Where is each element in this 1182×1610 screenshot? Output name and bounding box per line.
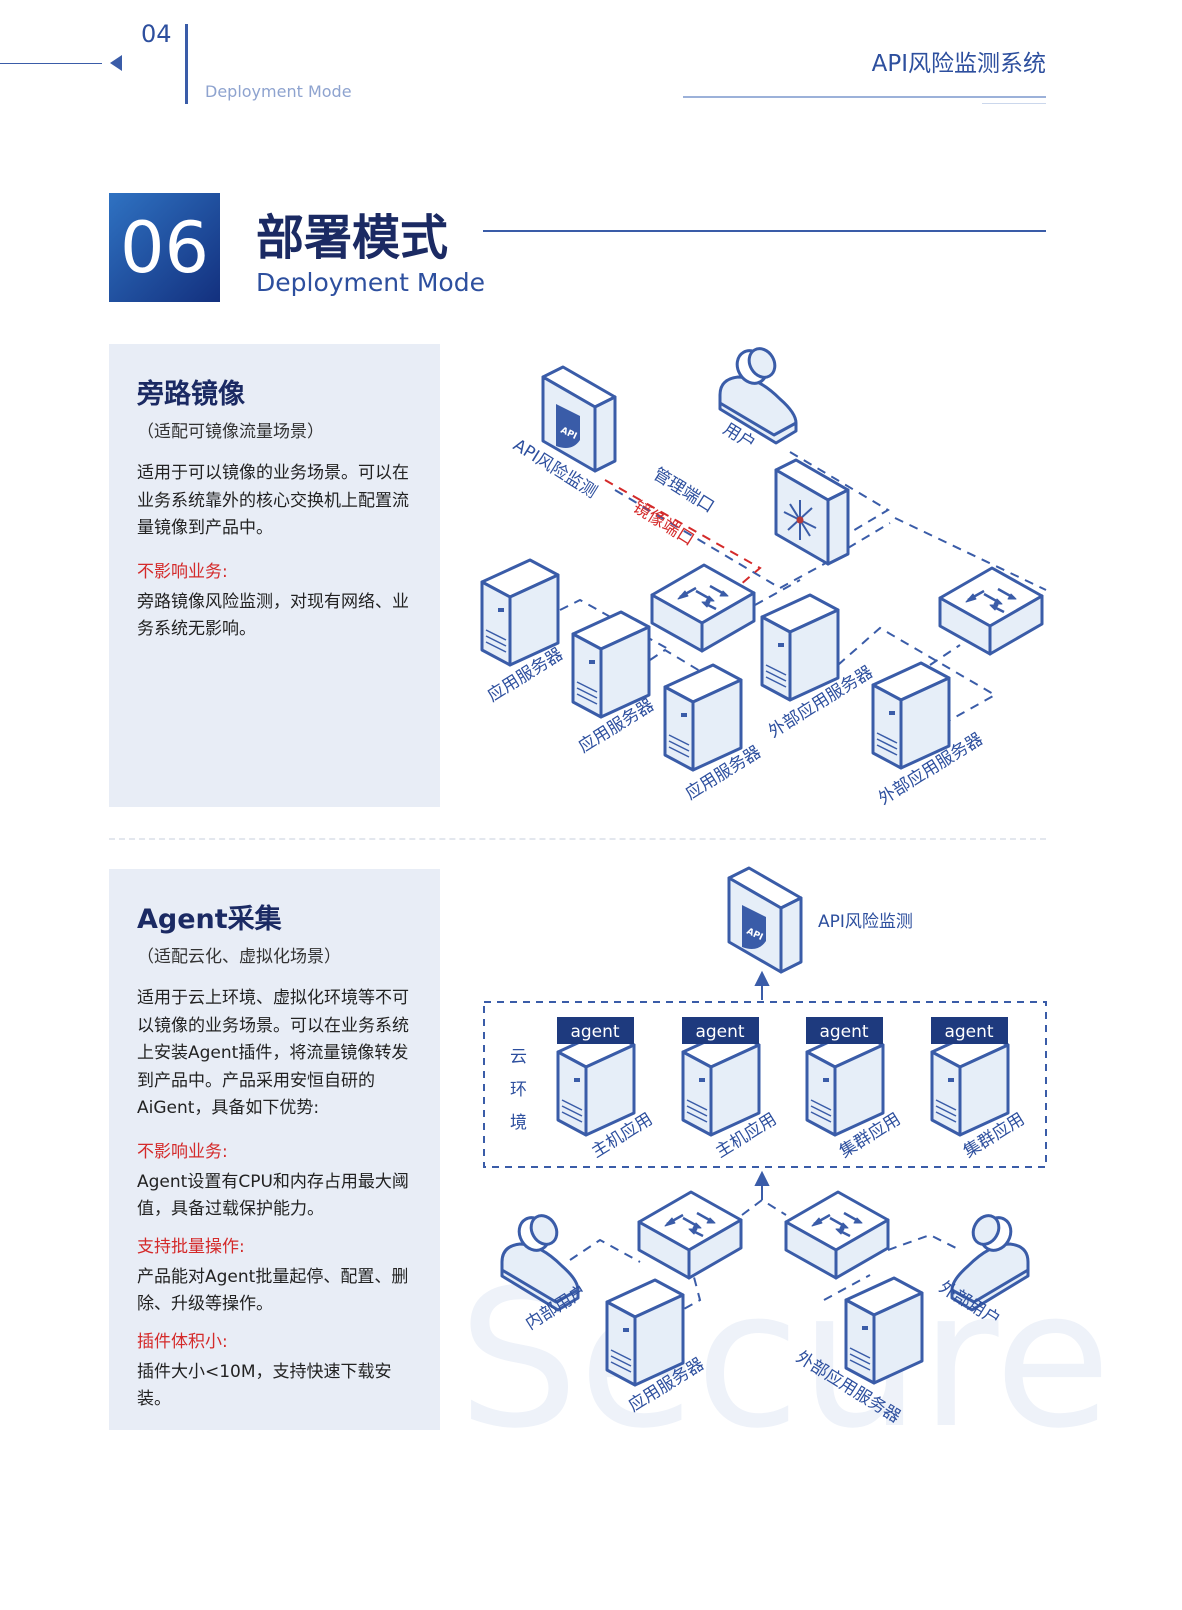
arrow-up-icon xyxy=(754,970,770,1000)
section-subtitle: Deployment Mode xyxy=(256,268,485,297)
cloud-label-char: 境 xyxy=(510,1113,527,1133)
cloud-environment-box xyxy=(483,1001,1047,1168)
section-rule xyxy=(483,230,1046,232)
api-shield-icon: API xyxy=(742,905,766,949)
server-link xyxy=(559,598,671,651)
agent-point-text: Agent设置有CPU和内存占用最大阈值，具备过载保护能力。 xyxy=(137,1171,409,1220)
bypass-description: 适用于可以镜像的业务场景。可以在业务系统靠外的核心交换机上配置流量镜像到产品中。 xyxy=(137,463,409,538)
agent-tag: agent xyxy=(819,1022,868,1042)
agent-panel: Agent采集 （适配云化、虚拟化场景） 适用于云上环境、虚拟化环境等不可以镜像… xyxy=(109,869,440,1430)
mirror-port-label: 镜像端口 xyxy=(629,497,697,550)
triangle-left-icon xyxy=(110,55,122,71)
agent-point-label: 插件体积小: xyxy=(137,1331,228,1352)
header-divider xyxy=(185,24,188,104)
section-number: 06 xyxy=(109,193,220,302)
firewall-burst-icon xyxy=(783,500,817,540)
network-link xyxy=(887,1233,961,1251)
external-app-server xyxy=(844,1276,924,1385)
agent-tag: agent xyxy=(695,1022,744,1042)
firewall-to-switch xyxy=(847,522,891,549)
network-link xyxy=(569,1238,641,1263)
agent-host: agent 集群应用 xyxy=(930,1017,1028,1162)
agent-point-text: 插件大小<10M，支持快速下载安装。 xyxy=(137,1361,392,1410)
agent-description: 适用于云上环境、虚拟化环境等不可以镜像的业务场景。可以在业务系统上安装Agent… xyxy=(137,988,409,1118)
section-divider xyxy=(109,838,1046,840)
agent-host: agent 集群应用 xyxy=(805,1017,904,1162)
server-link xyxy=(929,644,961,666)
user-uplink xyxy=(789,451,890,536)
section-title: 部署模式 xyxy=(256,210,449,266)
cloud-environment-label: 云 环 境 xyxy=(510,1047,527,1133)
agent-host: agent 主机应用 xyxy=(681,1017,780,1162)
bypass-scenario: （适配可镜像流量场景） xyxy=(137,422,324,442)
app-server xyxy=(663,663,743,772)
agent-tag: agent xyxy=(570,1022,619,1042)
cloud-label-char: 云 xyxy=(510,1047,527,1067)
product-title: API风险监测系统 xyxy=(871,51,1046,77)
cloud-label-char: 环 xyxy=(510,1080,527,1100)
agent-point-text: 产品能对Agent批量起停、配置、删除、升级等操作。 xyxy=(137,1266,409,1315)
network-link xyxy=(681,1261,702,1311)
agent-host: agent 主机应用 xyxy=(556,1017,656,1162)
bypass-point-label: 不影响业务: xyxy=(137,561,228,582)
agent-point-label: 不影响业务: xyxy=(137,1141,228,1162)
switch-to-firewall xyxy=(754,579,801,606)
bypass-title: 旁路镜像 xyxy=(137,379,245,410)
core-switch xyxy=(650,563,756,653)
api-monitor-label: API风险监测 xyxy=(818,912,913,932)
server-link xyxy=(837,626,998,721)
network-link xyxy=(741,1198,787,1216)
mirror-port-link xyxy=(604,479,762,586)
agent-tag: agent xyxy=(944,1022,993,1042)
header-subtitle: Deployment Mode xyxy=(205,82,352,101)
network-link xyxy=(823,1274,871,1301)
agent-scenario: （适配云化、虚拟化场景） xyxy=(137,947,341,967)
page-number: 04 xyxy=(141,20,172,48)
external-app-server xyxy=(760,593,840,702)
header-underline xyxy=(683,96,1046,98)
agent-title: Agent采集 xyxy=(137,904,282,935)
firewall-device xyxy=(774,458,850,566)
bypass-point-text: 旁路镜像风险监测，对现有网络、业务系统无影响。 xyxy=(137,591,409,640)
user-to-switch xyxy=(894,517,1047,591)
arrow-up-icon xyxy=(754,1170,770,1200)
bypass-panel: 旁路镜像 （适配可镜像流量场景） 适用于可以镜像的业务场景。可以在业务系统靠外的… xyxy=(109,344,440,807)
api-shield-icon: API xyxy=(556,404,580,448)
header-rule xyxy=(0,63,102,64)
header-underline-short xyxy=(982,103,1046,104)
agent-point-label: 支持批量操作: xyxy=(137,1236,245,1257)
